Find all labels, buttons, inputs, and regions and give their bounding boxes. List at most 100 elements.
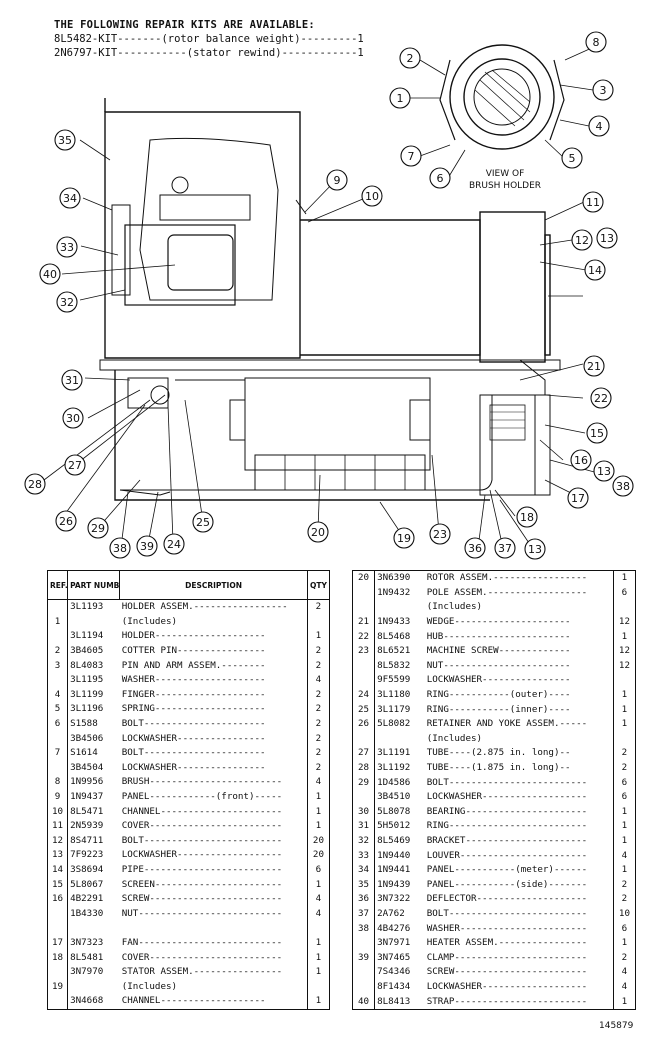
description-cell: BRACKET---------------------- [426, 834, 588, 846]
svg-text:26: 26 [59, 515, 73, 528]
part-number-cell: 1N9956 [67, 775, 120, 790]
svg-text:27: 27 [68, 459, 82, 472]
qty-cell: 2 [612, 746, 636, 761]
qty-cell: 1 [612, 716, 636, 732]
svg-text:13: 13 [528, 543, 542, 556]
ref-cell: 32 [357, 834, 370, 846]
callout-31: 31 [61, 369, 83, 391]
qty-cell [306, 614, 330, 630]
part-number-cell [374, 600, 425, 615]
svg-text:3: 3 [600, 84, 607, 97]
qty-cell: 2 [306, 599, 330, 615]
svg-text:7: 7 [408, 150, 415, 163]
qty-cell: 1 [306, 950, 330, 965]
svg-text:20: 20 [311, 526, 325, 539]
ref-cell [48, 731, 68, 746]
part-number-cell: 1N9440 [374, 848, 425, 863]
ref-cell: 26 [357, 718, 370, 730]
ref-cell: 10 [51, 805, 64, 817]
svg-text:4: 4 [596, 120, 603, 133]
part-number-cell: 8L5471 [67, 804, 120, 819]
svg-text:17: 17 [571, 492, 585, 505]
part-number-cell: 1N9432 [374, 585, 425, 601]
ref-cell [48, 673, 68, 688]
qty-cell: 1 [612, 819, 636, 834]
description-cell: CHANNEL---------------------- [121, 805, 283, 817]
qty-cell: 4 [306, 906, 330, 922]
qty-cell: 1 [612, 570, 636, 586]
description-cell: POLE ASSEM.------------------ [426, 586, 588, 598]
callout-10: 10 [361, 185, 383, 207]
table-header-row: REF. NO. PART NUMBER DESCRIPTION QTY [47, 570, 330, 600]
svg-text:11: 11 [586, 196, 600, 209]
ref-cell: 38 [357, 922, 370, 934]
description-cell: PANEL------------(front)----- [121, 791, 283, 803]
qty-cell [306, 921, 330, 936]
part-number-cell: 5L8067 [67, 877, 120, 892]
ref-cell [353, 732, 375, 747]
part-number-cell: 7S4346 [374, 965, 425, 980]
description-cell: BEARING---------------------- [426, 805, 588, 817]
svg-text:10: 10 [365, 190, 379, 203]
callout-28: 28 [24, 473, 46, 495]
ref-cell: 15 [51, 878, 64, 890]
svg-text:9: 9 [334, 174, 341, 187]
ref-cell: 11 [51, 820, 64, 832]
table-row: 3L1194 HOLDER--------------------1 [48, 629, 330, 644]
svg-text:13: 13 [600, 232, 614, 245]
part-number-cell: 3L1191 [374, 746, 425, 761]
svg-text:21: 21 [587, 360, 601, 373]
ref-cell: 22 [357, 630, 370, 642]
callout-16: 16 [570, 449, 592, 471]
col-header-qty: QTY [306, 570, 330, 600]
table-row: 1(Includes) [48, 614, 330, 630]
part-number-cell: 8L5469 [374, 833, 425, 849]
svg-text:8: 8 [593, 36, 600, 49]
description-cell: LOCKWASHER---------------- [121, 761, 266, 773]
brush-holder-caption-line1: VIEW OF [486, 169, 525, 179]
description-cell: HEATER ASSEM.---------------- [426, 937, 588, 949]
ref-cell: 33 [357, 849, 370, 861]
qty-cell: 2 [306, 687, 330, 703]
description-cell: NUT----------------------- [426, 659, 571, 671]
description-cell: CLAMP------------------------ [426, 951, 588, 963]
svg-text:39: 39 [140, 540, 154, 553]
qty-cell: 2 [306, 760, 330, 776]
ref-cell [353, 586, 375, 601]
ref-cell: 1 [54, 615, 61, 627]
description-cell: (Includes) [426, 732, 483, 744]
description-cell: COVER------------------------ [121, 951, 283, 963]
table-row: (Includes) [353, 600, 636, 615]
callout-39: 39 [136, 535, 158, 557]
qty-cell: 1 [612, 833, 636, 849]
col-header-ref: REF. NO. [47, 570, 69, 600]
qty-cell: 1 [306, 877, 330, 892]
ref-cell: 30 [357, 805, 370, 817]
description-cell: MACHINE SCREW------------- [426, 645, 571, 657]
ref-cell: 23 [357, 645, 370, 657]
svg-text:14: 14 [588, 264, 602, 277]
part-number-cell: 3N7465 [374, 950, 425, 966]
qty-cell: 1 [306, 994, 330, 1010]
callout-12: 12 [571, 229, 593, 251]
table-row [48, 921, 330, 936]
description-cell: PIPE------------------------- [121, 863, 283, 875]
description-cell: STRAP------------------------ [426, 995, 588, 1007]
description-cell: WASHER-------------------- [121, 674, 266, 686]
description-cell: HOLDER ASSEM.----------------- [121, 601, 288, 613]
description-cell: RING-----------(inner)---- [426, 703, 571, 715]
table-row: 9F5599 LOCKWASHER---------------- [353, 673, 636, 688]
ref-cell: 2 [54, 645, 61, 657]
callout-9: 9 [326, 169, 348, 191]
part-number-cell: 3S8694 [67, 862, 120, 878]
